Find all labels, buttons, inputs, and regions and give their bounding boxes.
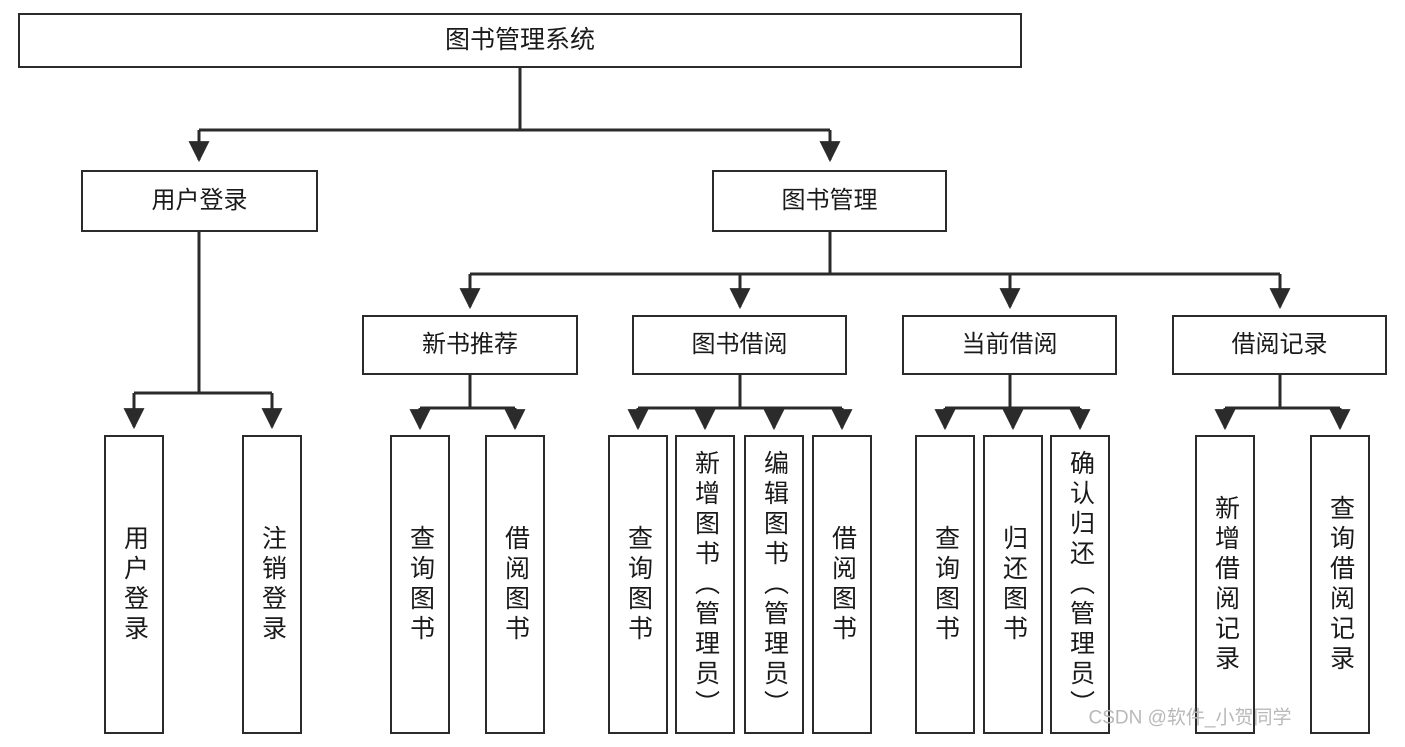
node-current-borrow[interactable]: 当前借阅	[902, 315, 1117, 375]
node-leaf-borrow-book-1[interactable]: 借阅图书	[485, 435, 545, 734]
node-root-label: 图书管理系统	[444, 26, 595, 54]
node-borrow-record[interactable]: 借阅记录	[1172, 315, 1387, 375]
node-leaf-edit-book-label: 编辑图书（管理员）	[760, 449, 789, 720]
node-book-management-label: 图书管理	[781, 187, 878, 214]
csdn-watermark: CSDN @软件_小贺同学	[1088, 707, 1292, 729]
node-new-book-recommend[interactable]: 新书推荐	[362, 315, 578, 375]
node-leaf-return-book-label: 归还图书	[999, 524, 1028, 645]
node-new-book-recommend-label: 新书推荐	[422, 331, 518, 358]
node-leaf-query-book-2[interactable]: 查询图书	[608, 435, 668, 734]
node-leaf-user-login[interactable]: 用户登录	[104, 435, 164, 734]
node-root[interactable]: 图书管理系统	[18, 13, 1022, 68]
node-leaf-confirm-return[interactable]: 确认归还（管理员）	[1050, 435, 1110, 734]
node-leaf-query-book-1-label: 查询图书	[406, 524, 435, 645]
node-borrow-record-label: 借阅记录	[1231, 331, 1328, 358]
node-leaf-add-book-label: 新增图书（管理员）	[691, 449, 720, 720]
node-user-login-label: 用户登录	[151, 187, 248, 214]
node-leaf-return-book[interactable]: 归还图书	[983, 435, 1043, 734]
node-leaf-edit-book[interactable]: 编辑图书（管理员）	[744, 435, 804, 734]
node-leaf-query-book-3[interactable]: 查询图书	[915, 435, 975, 734]
node-leaf-add-record-label: 新增借阅记录	[1211, 494, 1240, 675]
node-leaf-query-book-2-label: 查询图书	[624, 524, 653, 645]
node-leaf-add-record[interactable]: 新增借阅记录	[1195, 435, 1255, 734]
node-book-management[interactable]: 图书管理	[712, 170, 947, 232]
node-leaf-logout[interactable]: 注销登录	[242, 435, 302, 734]
node-leaf-borrow-book-2[interactable]: 借阅图书	[812, 435, 872, 734]
node-leaf-borrow-book-2-label: 借阅图书	[828, 524, 857, 645]
node-leaf-confirm-return-label: 确认归还（管理员）	[1066, 449, 1095, 720]
node-book-borrow[interactable]: 图书借阅	[632, 315, 847, 375]
node-current-borrow-label: 当前借阅	[961, 331, 1058, 358]
node-leaf-query-book-1[interactable]: 查询图书	[390, 435, 450, 734]
node-leaf-borrow-book-1-label: 借阅图书	[501, 524, 530, 645]
node-leaf-query-book-3-label: 查询图书	[931, 524, 960, 645]
node-book-borrow-label: 图书借阅	[691, 331, 788, 358]
node-user-login[interactable]: 用户登录	[81, 170, 318, 232]
node-leaf-user-login-label: 用户登录	[120, 524, 149, 645]
node-leaf-logout-label: 注销登录	[258, 524, 287, 645]
node-leaf-add-book[interactable]: 新增图书（管理员）	[675, 435, 735, 734]
node-leaf-query-record[interactable]: 查询借阅记录	[1310, 435, 1370, 734]
node-leaf-query-record-label: 查询借阅记录	[1326, 494, 1355, 675]
